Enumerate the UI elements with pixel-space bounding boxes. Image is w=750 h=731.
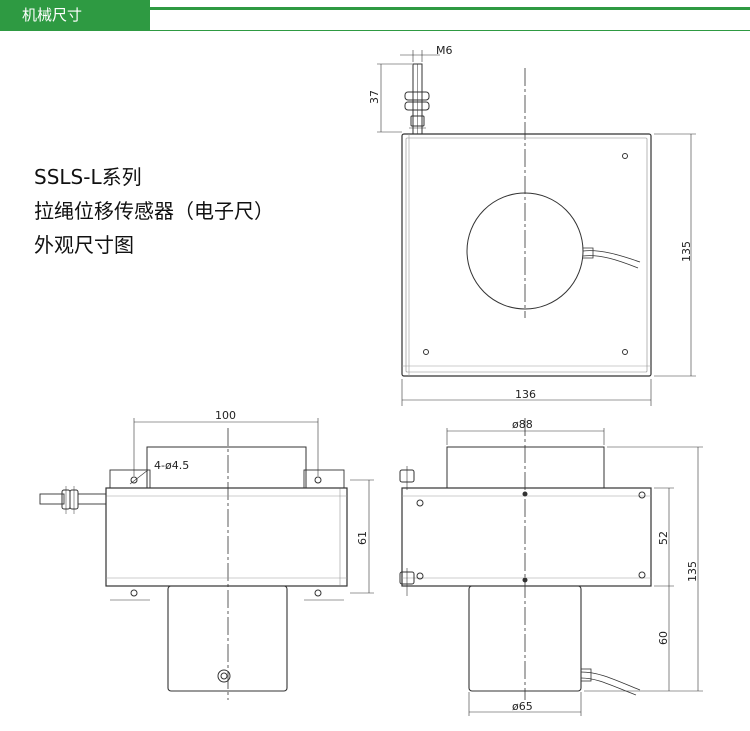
dim-hook-height: 37 <box>368 90 381 104</box>
dim-front-height: 61 <box>356 531 369 545</box>
drawing-caption: SSLS-L系列 拉绳位移传感器（电子尺） 外观尺寸图 <box>34 160 274 262</box>
front-view: 100 4-ø4.5 61 <box>39 409 374 700</box>
dim-thread: M6 <box>436 44 453 57</box>
dim-top-width: 136 <box>515 388 536 401</box>
caption-product: 拉绳位移传感器（电子尺） <box>34 199 274 223</box>
section-tab-label: 机械尺寸 <box>22 6 83 24</box>
caption-model: SSLS-L系列 <box>34 165 142 189</box>
dim-front-width: 100 <box>215 409 236 422</box>
dim-diam-top: ø88 <box>512 418 533 431</box>
dim-side-height: 135 <box>686 561 699 582</box>
dim-top-height: 135 <box>680 241 693 262</box>
header-underline <box>0 30 750 31</box>
side-view: ø88 52 135 60 ø65 <box>399 418 703 716</box>
top-view: M6 37 135 136 <box>368 44 696 406</box>
dim-body-height: 52 <box>657 531 670 545</box>
dim-diam-bottom: ø65 <box>512 700 533 713</box>
dim-lower-height: 60 <box>657 631 670 645</box>
section-tab[interactable]: 机械尺寸 <box>0 0 150 30</box>
dim-holes: 4-ø4.5 <box>154 459 189 472</box>
caption-title: 外观尺寸图 <box>34 233 134 257</box>
header-rule <box>150 7 750 10</box>
